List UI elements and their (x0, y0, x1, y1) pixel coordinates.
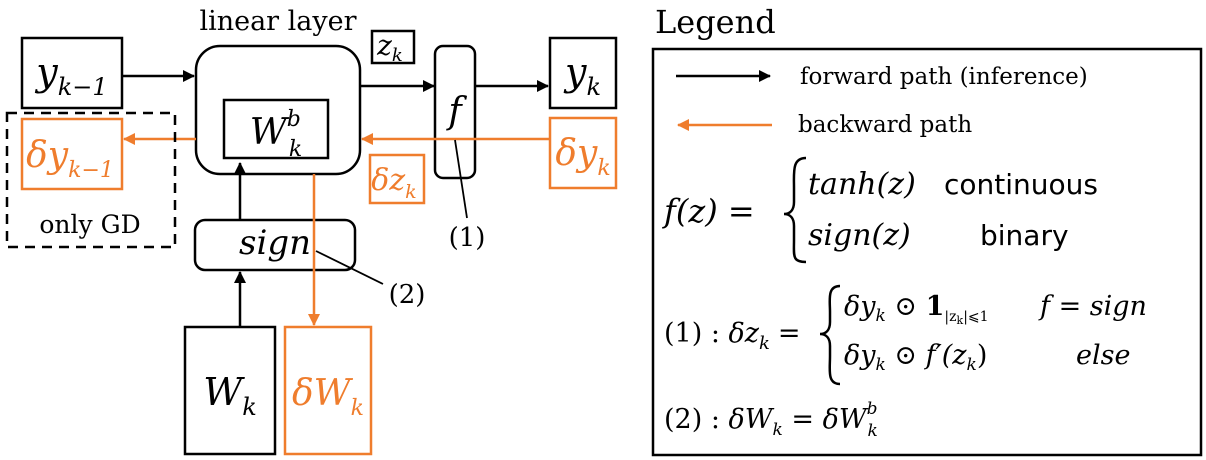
legend-title: Legend (655, 3, 776, 41)
f-label: f (445, 91, 467, 132)
legend-eq1-case2-cond: else (1076, 340, 1130, 371)
callout-1-label: (1) (449, 223, 486, 253)
only-gd-region (5, 111, 177, 249)
legend-f-case2-label: binary (980, 219, 1069, 252)
linear-layer-box (194, 44, 362, 176)
legend-f-case2-expr: sign(z) (808, 218, 911, 253)
legend-eq1-case2: δyk ⊙ f′(zk) (844, 340, 987, 375)
sign-box (193, 218, 357, 272)
delta-w-k-label: δWk (292, 373, 364, 421)
w-k-box (183, 325, 277, 456)
callout-2-label: (2) (389, 280, 426, 310)
legend-f-case1-expr: tanh(z) (808, 167, 916, 202)
legend-eq1-lhs: (1) : δzk= (664, 318, 801, 354)
y-k-label: yk (563, 50, 601, 101)
legend-eq1-case1-cond: f = sign (1038, 291, 1147, 322)
w-k-label: Wk (203, 370, 257, 421)
legend-eq1-brace (819, 284, 841, 386)
z-k-label: zk (376, 29, 403, 66)
wb-box (222, 98, 330, 160)
sign-label: sign (239, 223, 311, 263)
callout-2-line (315, 250, 384, 285)
y-prev-label: yk−1 (34, 50, 107, 101)
f-box (433, 44, 477, 180)
z-k-box (370, 29, 416, 65)
delta-y-k-box (548, 116, 618, 190)
delta-z-k-label: δzk (371, 163, 416, 203)
legend-f-lhs: f(z) = (662, 192, 755, 230)
delta-y-k-label: δyk (555, 133, 610, 181)
delta-w-k-box (283, 325, 373, 456)
legend-box (651, 47, 1203, 457)
legend-f-case1-label: continuous (944, 168, 1098, 201)
linear-layer-label: linear layer (199, 6, 356, 37)
delta-y-prev-box (20, 117, 124, 191)
callout-1-line (454, 139, 468, 219)
legend-forward-label: forward path (inference) (800, 64, 1088, 90)
legend-backward-label: backward path (798, 112, 972, 138)
y-k-box (548, 36, 618, 110)
delta-y-prev-label: δyk−1 (26, 135, 114, 183)
y-prev-box (20, 36, 124, 110)
only-gd-label: only GD (39, 210, 140, 239)
delta-z-k-box (368, 153, 426, 205)
legend-f-brace (783, 156, 807, 264)
legend-eq1-case1: δyk ⊙ 1|zk|⩽1 (844, 291, 989, 327)
